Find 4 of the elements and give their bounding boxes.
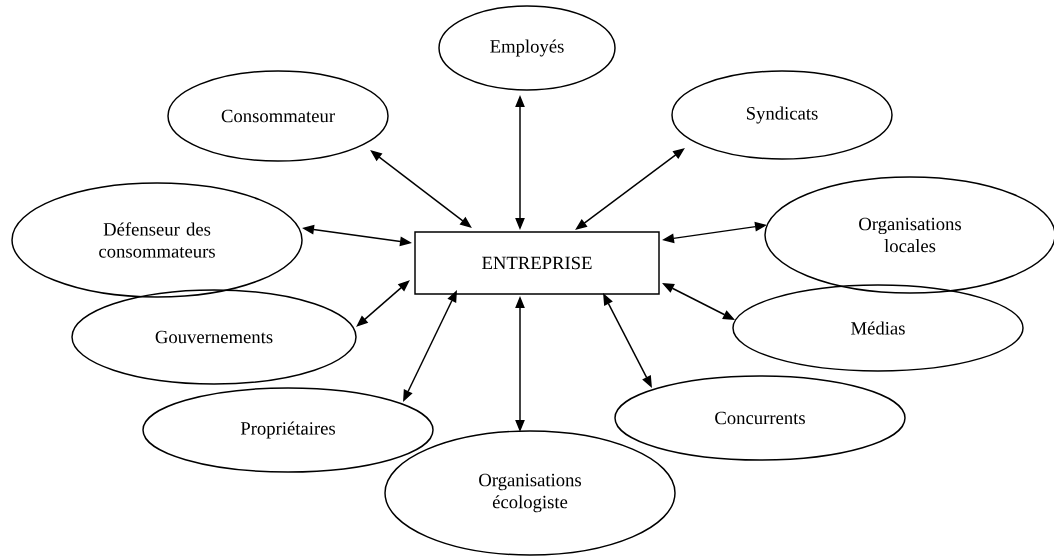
arrow [370, 150, 472, 228]
arrow [575, 148, 685, 230]
arrow [356, 280, 410, 327]
company-box: ENTREPRISE [414, 231, 660, 295]
